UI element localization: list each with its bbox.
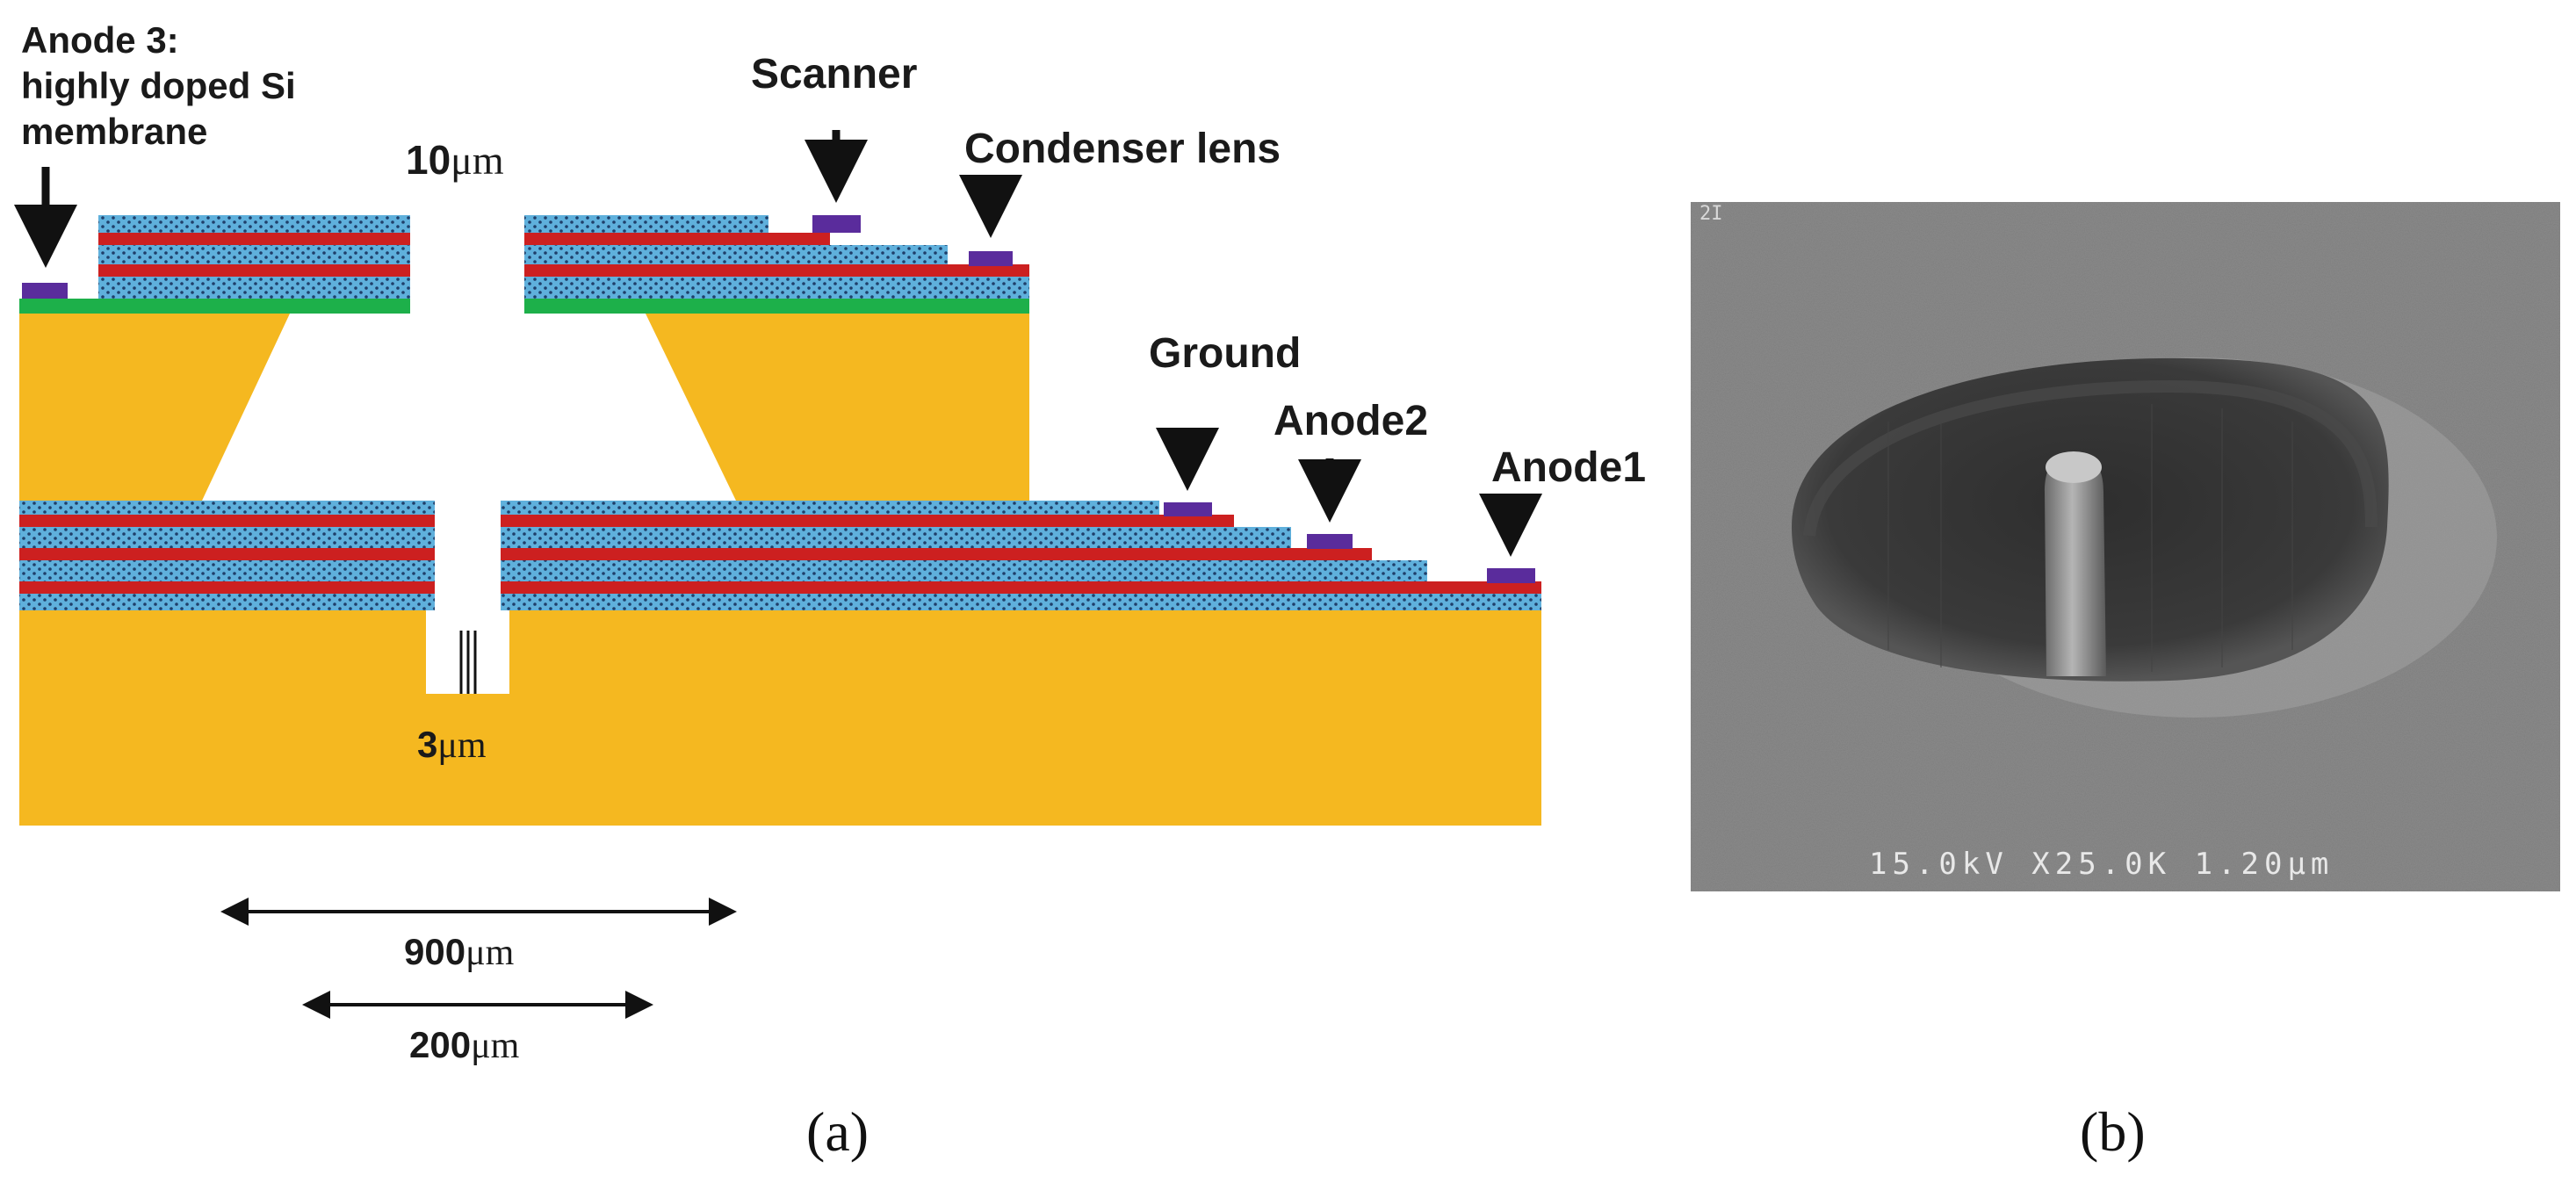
condenser-pad: [969, 251, 1013, 266]
sem-info-bar: 15.0kV X25.0K 1.20μm: [1869, 847, 2334, 882]
bottom-substrate: [19, 610, 1541, 826]
hole-top-dimension: 10μm: [406, 137, 504, 183]
green-layer: [19, 299, 1029, 314]
top-stack-right: [524, 215, 1029, 299]
dim-900-value: 900: [404, 931, 465, 972]
condenser-label: Condenser lens: [964, 126, 1281, 172]
hole-top-unit: μm: [451, 138, 504, 183]
anode1-label: Anode1: [1491, 444, 1646, 491]
panel-b-sem-image: 2I 15.0kV X25.0K 1.20μm (b): [1691, 202, 2560, 1163]
hole-top-value: 10: [406, 137, 451, 183]
ground-label: Ground: [1149, 330, 1301, 377]
anode3-label-line2: highly doped Si: [21, 65, 296, 106]
sem-pillar: [2045, 452, 2106, 676]
sem-corner-mark: 2I: [1699, 203, 1723, 225]
anode3-label-line1: Anode 3:: [21, 19, 179, 61]
dim-200-label: 200μm: [409, 1024, 520, 1066]
ground-pad: [1164, 502, 1212, 516]
dim-200-value: 200: [409, 1024, 471, 1065]
bottom-stack-right: [501, 501, 1541, 610]
hole-bottom-dimension: 3μm: [417, 724, 487, 766]
scanner-pad: [812, 215, 861, 233]
panel-a-cross-section: Anode 3: highly doped Si membrane 10μm S…: [14, 19, 1646, 1163]
bottom-stack-left: [19, 501, 435, 610]
anode3-pad: [22, 283, 68, 299]
contact-pads: [22, 215, 1535, 583]
pointer-arrows: [14, 130, 1542, 557]
anode2-pad: [1307, 534, 1353, 549]
upper-chip-silicon: [19, 314, 1029, 501]
dim-200-unit: μm: [471, 1026, 520, 1066]
dimension-arrows: [220, 898, 737, 1019]
anode1-pad: [1487, 568, 1535, 583]
anode3-label-line3: membrane: [21, 111, 207, 152]
anode2-label: Anode2: [1274, 398, 1428, 444]
hole-bottom-value: 3: [417, 724, 437, 765]
top-stack-left: [98, 215, 410, 299]
scanner-label: Scanner: [751, 51, 917, 97]
dim-900-unit: μm: [465, 933, 515, 973]
caption-a: (a): [806, 1100, 869, 1163]
dim-900-label: 900μm: [404, 931, 515, 973]
caption-b: (b): [2080, 1100, 2146, 1163]
hole-bottom-unit: μm: [437, 725, 487, 766]
